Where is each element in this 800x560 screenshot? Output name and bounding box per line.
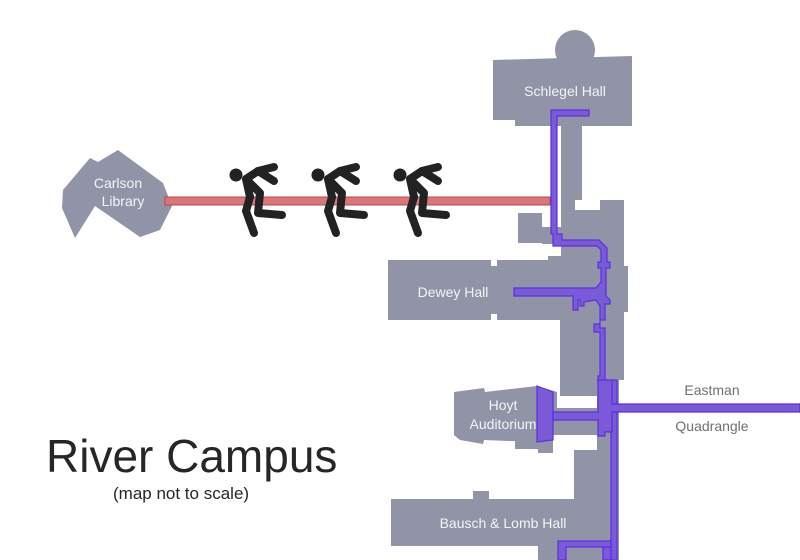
map-title: River Campus [46,430,337,482]
runners-group [229,163,450,237]
carlson-library-label-line2: Library [102,193,145,209]
dewey-hall-building[interactable] [388,260,562,320]
hoyt-auditorium-label-line1: Hoyt [489,397,518,413]
dewey-hall-label: Dewey Hall [418,284,489,300]
running-person-icon [311,163,368,237]
running-person-icon [393,163,450,237]
schlegel-hall-label: Schlegel Hall [524,83,606,99]
tunnel-network [513,109,800,560]
schlegel-hall-building[interactable] [493,30,632,200]
eastman-quadrangle-label-line1: Eastman [684,382,739,398]
bausch-lomb-hall-building[interactable] [391,440,600,560]
bausch-lomb-hall-label: Bausch & Lomb Hall [440,515,567,531]
hoyt-auditorium-label-line2: Auditorium [470,416,537,432]
map-subtitle: (map not to scale) [113,484,249,503]
eastman-quadrangle-label-line2: Quadrangle [675,418,748,434]
hoyt-auditorium-building[interactable] [454,386,597,444]
outdoor-path [164,196,551,206]
running-person-icon [229,163,286,237]
carlson-library-label-line1: Carlson [94,175,142,191]
carlson-library-building[interactable] [62,150,172,238]
